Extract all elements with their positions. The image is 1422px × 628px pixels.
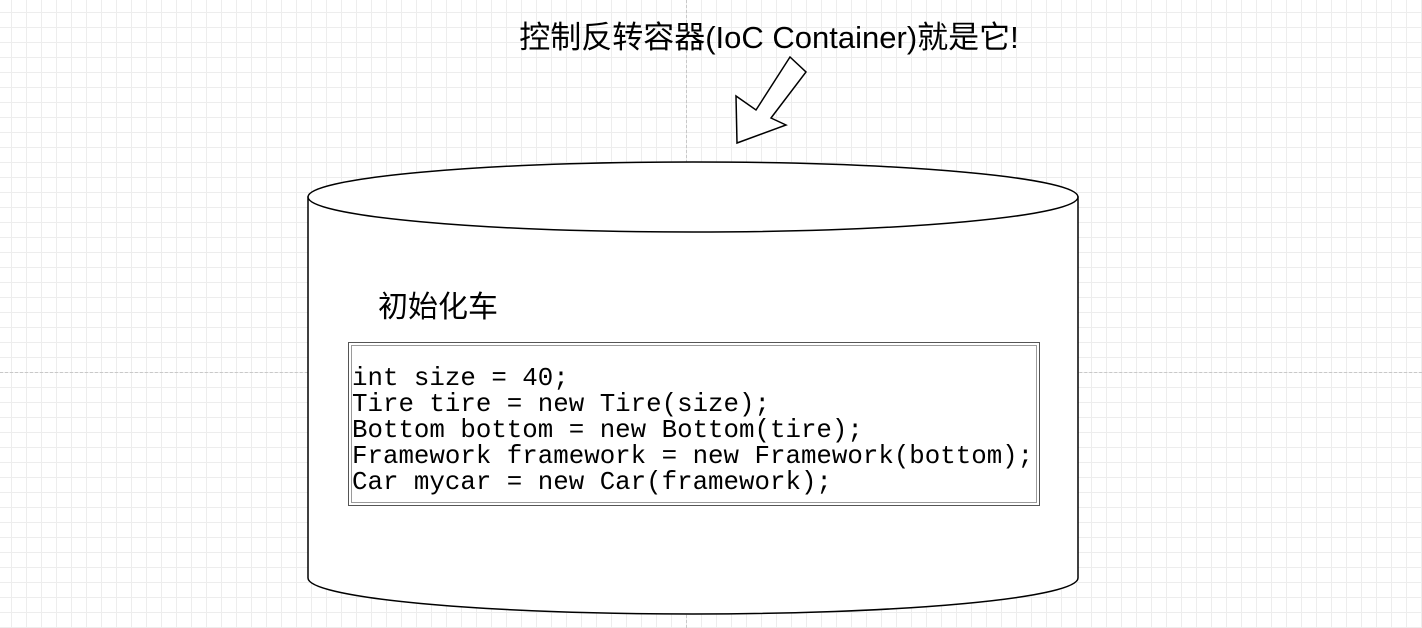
code-line: Framework framework = new Framework(bott… <box>352 442 1034 471</box>
code-line: Tire tire = new Tire(size); <box>352 390 770 419</box>
ioc-container-cylinder-top <box>307 161 1079 233</box>
pointer-arrow <box>735 55 808 145</box>
code-line: Bottom bottom = new Bottom(tire); <box>352 416 863 445</box>
code-box: int size = 40; Tire tire = new Tire(size… <box>348 342 1040 506</box>
container-label: 初始化车 <box>378 291 498 324</box>
code-line: int size = 40; <box>352 364 569 393</box>
diagram-title: 控制反转容器(IoC Container)就是它! <box>519 20 1019 55</box>
code-line: Car mycar = new Car(framework); <box>352 468 832 497</box>
